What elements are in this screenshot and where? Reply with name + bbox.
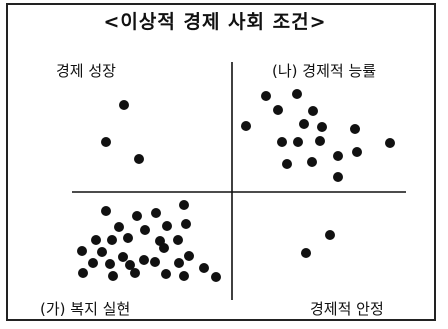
dot-top-right-14 (282, 159, 292, 169)
dot-bottom-left-30 (211, 272, 221, 282)
dot-bottom-left-5 (140, 225, 150, 235)
dot-bottom-left-29 (199, 263, 209, 273)
dot-bottom-left-28 (179, 271, 189, 281)
dot-bottom-left-17 (159, 243, 169, 253)
dot-bottom-right-0 (325, 230, 335, 240)
dot-bottom-left-12 (173, 235, 183, 245)
dot-bottom-left-4 (114, 222, 124, 232)
dot-top-left-1 (101, 137, 111, 147)
dot-top-right-7 (277, 137, 287, 147)
dot-bottom-left-25 (108, 271, 118, 281)
dot-bottom-left-21 (125, 260, 135, 270)
dot-top-right-5 (299, 119, 309, 129)
quadrant-label-top-right: (나) 경제적 능률 (272, 62, 377, 80)
dot-bottom-left-15 (118, 252, 128, 262)
dot-top-left-0 (119, 100, 129, 110)
dot-bottom-left-2 (132, 211, 142, 221)
dot-top-right-15 (307, 157, 317, 167)
dot-bottom-left-0 (179, 200, 189, 210)
dot-top-right-0 (261, 91, 271, 101)
dot-bottom-left-18 (184, 251, 194, 261)
dot-bottom-left-23 (174, 258, 184, 268)
dot-bottom-left-6 (162, 221, 172, 231)
dot-top-right-8 (293, 137, 303, 147)
dot-bottom-left-8 (91, 235, 101, 245)
dot-bottom-left-27 (161, 269, 171, 279)
dot-bottom-left-26 (130, 268, 140, 278)
dot-top-right-9 (315, 136, 325, 146)
dot-bottom-left-14 (97, 247, 107, 257)
diagram-title: <이상적 경제 사회 조건> (103, 11, 327, 33)
dot-top-right-11 (385, 138, 395, 148)
dot-group (77, 89, 395, 282)
dot-top-right-6 (317, 122, 327, 132)
dot-top-right-12 (333, 151, 343, 161)
dot-bottom-left-10 (123, 233, 133, 243)
dot-bottom-left-7 (181, 219, 191, 229)
quadrant-label-bottom-right: 경제적 안정 (310, 300, 384, 318)
dot-bottom-left-9 (107, 235, 117, 245)
dot-bottom-left-1 (101, 206, 111, 216)
dot-bottom-left-3 (151, 208, 161, 218)
dot-top-right-16 (333, 172, 343, 182)
quadrant-label-bottom-left: (가) 복지 실현 (40, 300, 131, 318)
dot-bottom-left-20 (105, 259, 115, 269)
dot-bottom-left-19 (88, 258, 98, 268)
dot-top-left-2 (134, 154, 144, 164)
dot-bottom-left-24 (78, 268, 88, 278)
dot-top-right-3 (308, 106, 318, 116)
dot-bottom-left-13 (77, 246, 87, 256)
diagram-frame (6, 3, 436, 321)
dot-top-right-1 (292, 89, 302, 99)
dot-bottom-right-1 (301, 248, 311, 258)
dot-top-right-2 (273, 105, 283, 115)
dot-bottom-left-22 (150, 257, 160, 267)
dot-top-right-4 (241, 121, 251, 131)
dot-top-right-10 (350, 124, 360, 134)
quadrant-label-top-left: 경제 성장 (56, 62, 116, 80)
dot-top-right-13 (352, 147, 362, 157)
dot-bottom-left-16 (139, 255, 149, 265)
